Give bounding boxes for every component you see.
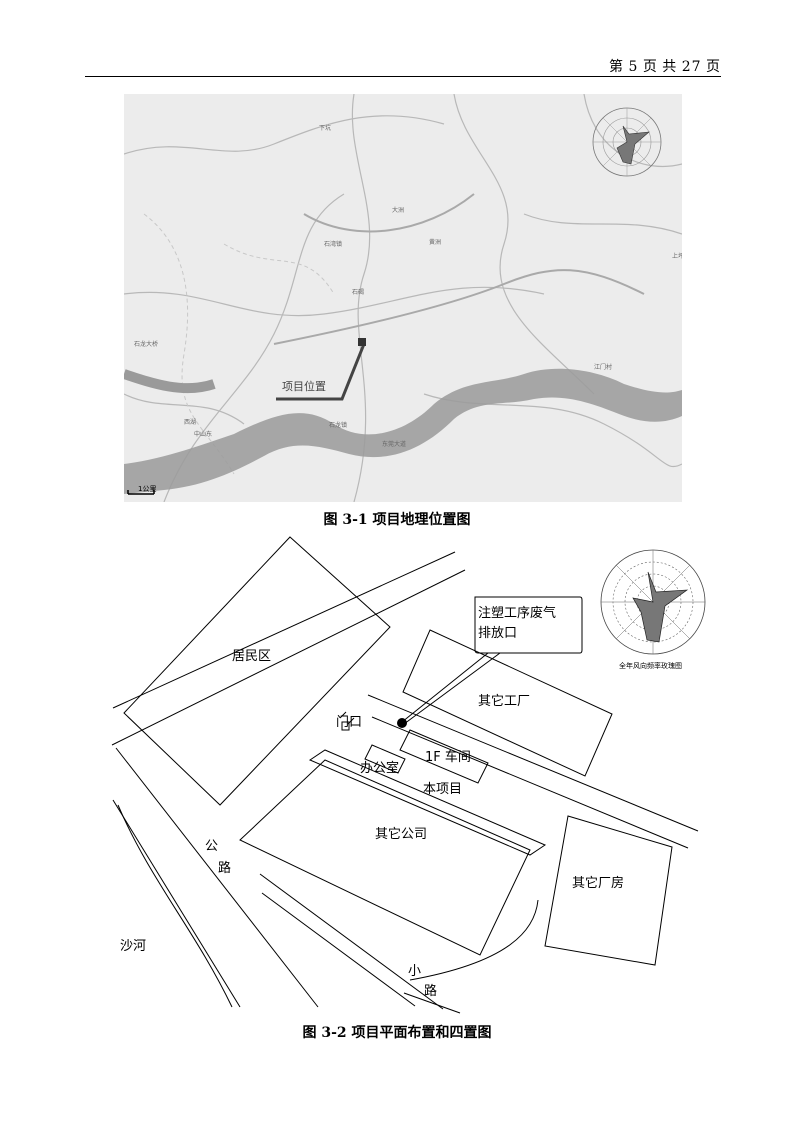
- town-label: 江门村: [594, 363, 612, 371]
- header-page-number: 5: [628, 59, 639, 75]
- town-label: 石龙镇: [329, 421, 347, 429]
- town-label: 石碣: [352, 289, 364, 296]
- town-label: 大洲: [392, 206, 404, 214]
- layout-plan-drawing: 居民区 注塑工序废气 排放口 其它工厂 门口 1F 车间 办公室 本项目 其它公…: [111, 536, 706, 1014]
- town-label: 东莞大道: [382, 440, 406, 448]
- town-label: 黄洲: [429, 238, 441, 246]
- windrose-caption: 全年风向频率玫瑰图: [619, 661, 682, 670]
- header-text-a: 第: [608, 59, 624, 75]
- layout-windrose: 全年风向频率玫瑰图: [600, 549, 706, 670]
- residential-block: [123, 536, 391, 806]
- office-label: 办公室: [360, 760, 399, 776]
- office-block: [364, 744, 406, 774]
- town-label: 中山东: [194, 430, 212, 438]
- exhaust-label-line1: 注塑工序废气: [478, 605, 556, 621]
- layout-plan: 居民区 注塑工序废气 排放口 其它工厂 门口 1F 车间 办公室 本项目 其它公…: [0, 530, 794, 1020]
- road-label-1: 公: [205, 839, 218, 854]
- town-label: 西湖: [184, 418, 196, 426]
- town-label: 石湾镇: [324, 240, 342, 248]
- location-map: 项目位置 1公里 石湾镇石龙镇 大洲石碣 下坑上坪江门村 黄洲西湖东莞大道 石龙大桥中山…: [122, 93, 684, 503]
- other-company-block: [239, 759, 531, 956]
- workshop-label: 1F 车间: [425, 749, 471, 765]
- road-label-2: 路: [218, 860, 231, 876]
- figure2-caption: 图 3-2 项目平面布置和四置图: [302, 1025, 492, 1041]
- exhaust-outlet-marker: [397, 718, 407, 728]
- town-label: 石龙大桥: [134, 340, 158, 348]
- lane-label-1: 小: [408, 964, 421, 979]
- scale-label: 1公里: [138, 485, 156, 493]
- header-text-c: 共: [662, 59, 678, 75]
- map-windrose: [592, 107, 662, 177]
- project-location-label: 项目位置: [282, 379, 326, 393]
- other-factory-block: [402, 629, 613, 777]
- other-company-label: 其它公司: [375, 826, 427, 842]
- other-plant-block: [544, 815, 673, 966]
- other-plant-label: 其它厂房: [572, 875, 624, 891]
- town-label: 下坑: [319, 124, 331, 132]
- header-text-d: 页: [706, 59, 721, 75]
- river-label: 沙河: [120, 939, 146, 954]
- page-header: 第 5 页 共 27 页: [85, 56, 721, 77]
- figure1-caption: 图 3-1 项目地理位置图: [323, 512, 471, 528]
- header-text-b: 页: [642, 59, 658, 75]
- residential-label: 居民区: [232, 649, 271, 664]
- project-site-strip: [308, 749, 547, 856]
- other-factory-label: 其它工厂: [478, 693, 530, 709]
- gate-label: 门口: [336, 715, 362, 730]
- header-total-pages: 27: [681, 59, 702, 75]
- town-label: 上坪: [672, 252, 682, 260]
- lane-label-2: 路: [424, 983, 437, 999]
- exhaust-label-line2: 排放口: [478, 626, 517, 641]
- workshop-block: [399, 729, 489, 784]
- project-label: 本项目: [423, 782, 462, 797]
